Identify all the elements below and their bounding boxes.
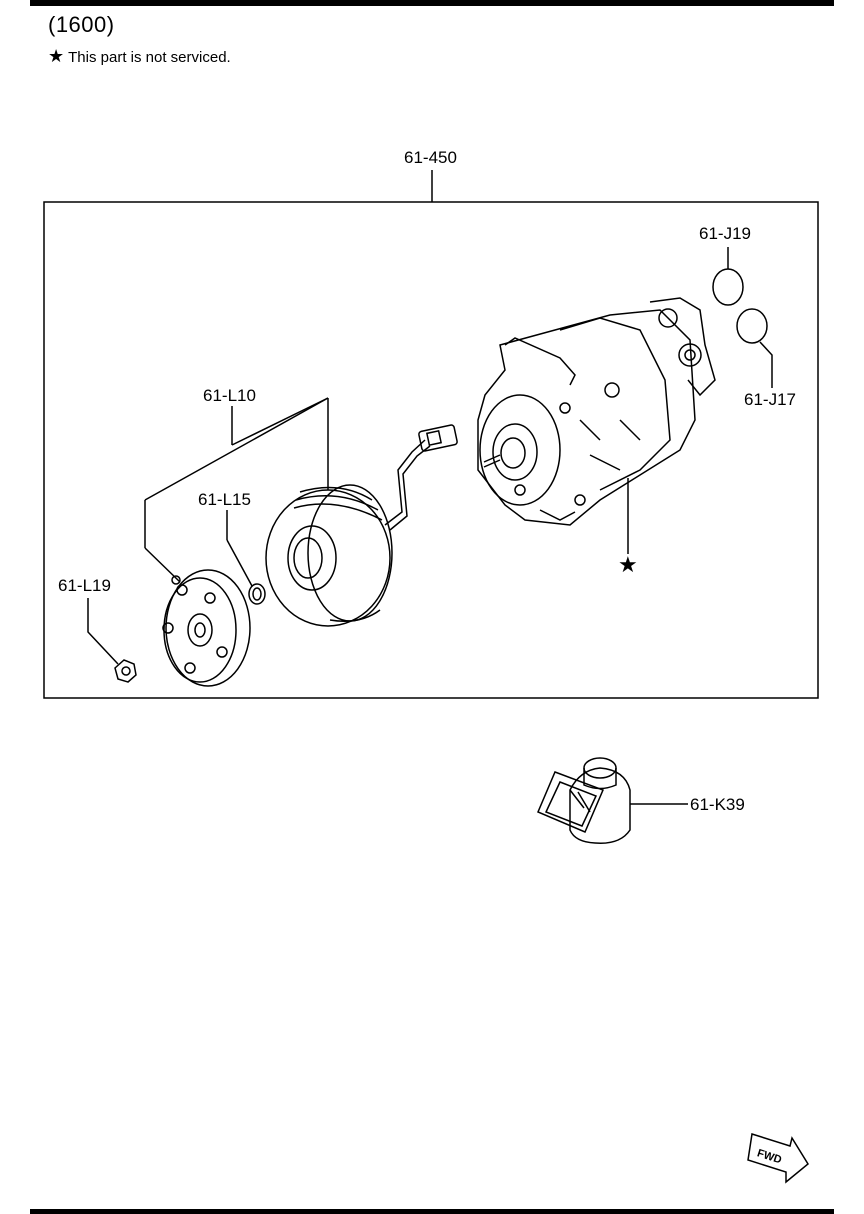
callout-61-450: 61-450	[404, 148, 457, 167]
o-ring-j17	[736, 308, 768, 344]
top-border	[30, 0, 834, 6]
clutch-hub	[162, 569, 251, 687]
leader-l19	[87, 598, 119, 665]
bottom-border	[30, 1209, 834, 1214]
fwd-arrow-icon	[747, 1133, 809, 1184]
page-title: (1600)	[48, 12, 115, 37]
callout-61-l15: 61-L15	[198, 490, 251, 509]
star-marker-icon: ★	[618, 552, 638, 577]
snap-ring-l15	[248, 583, 266, 605]
wire-harness	[384, 424, 458, 531]
service-note-text: This part is not serviced.	[68, 49, 231, 66]
callout-61-j17: 61-J17	[744, 390, 796, 409]
compressor-body	[477, 297, 716, 526]
o-ring-j19	[712, 268, 744, 306]
star-icon: ★	[48, 46, 65, 66]
service-note: ★This part is not serviced.	[48, 46, 231, 67]
oil-bottle	[537, 757, 631, 844]
leader-group-l10	[144, 397, 329, 587]
pulley	[265, 484, 393, 627]
hex-nut	[114, 659, 137, 683]
assembly-frame	[43, 201, 819, 699]
leader-j17	[759, 341, 773, 388]
callout-61-l10: 61-L10	[203, 386, 256, 405]
callout-61-j19: 61-J19	[699, 224, 751, 243]
callout-61-l19: 61-L19	[58, 576, 111, 595]
callout-61-k39: 61-K39	[690, 795, 745, 814]
